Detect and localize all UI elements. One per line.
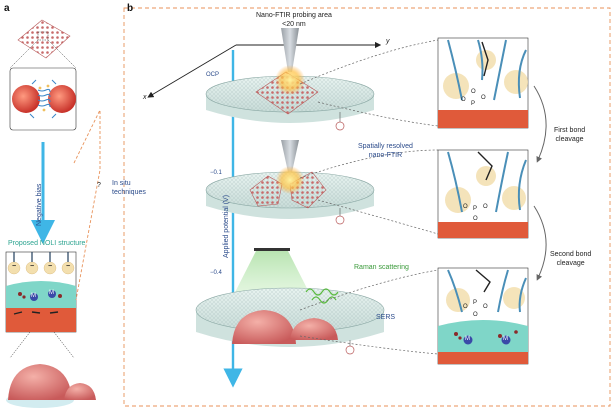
zoom-box-3 xyxy=(437,267,529,365)
minus-4: − xyxy=(66,263,71,270)
zoom-box-2 xyxy=(437,149,529,239)
o-atom-2a: O xyxy=(463,204,468,210)
o-atom-2c: O xyxy=(473,216,478,222)
tick-ocp: OCP xyxy=(206,72,220,78)
sers-dome-large xyxy=(232,310,296,344)
o-atom-1c: O xyxy=(471,89,476,95)
ion-m-a2: M xyxy=(49,290,54,296)
minus-2: − xyxy=(30,263,35,270)
afm-tip-2 xyxy=(281,140,299,172)
cleavage-arrow-2 xyxy=(533,205,547,281)
ion-m-2: M xyxy=(503,336,508,342)
sphere-pair-zoom xyxy=(9,67,77,131)
noli-structure xyxy=(5,251,77,359)
tick-neg04: −0.4 xyxy=(210,270,222,276)
o-atom-3b: O xyxy=(483,304,488,310)
probing-area-label: Nano-FTIR probing area<20 nm xyxy=(256,12,332,28)
potential-axis-label: Applied potential (V) xyxy=(223,194,230,258)
panel-b-border xyxy=(123,7,611,407)
disk-neg01 xyxy=(205,140,375,225)
tick-neg01: −0.1 xyxy=(210,170,222,176)
negative-bias-label: Negative bias xyxy=(36,183,43,226)
o-atom-2b: O xyxy=(483,204,488,210)
minus-3: − xyxy=(48,263,53,270)
question-mark: ? xyxy=(97,182,101,189)
cleavage-arrow-1 xyxy=(533,85,547,163)
disk-ocp xyxy=(205,28,375,131)
ion-m-a1: M xyxy=(31,293,36,299)
x-axis xyxy=(147,44,237,98)
o-atom-3c: O xyxy=(473,312,478,318)
minus-1: − xyxy=(12,263,17,270)
p-atom-3: P xyxy=(473,300,478,306)
proposed-structure-label: Proposed NOLI structure xyxy=(8,240,86,247)
zoom-box-1 xyxy=(437,37,529,129)
raman-wave xyxy=(305,288,339,296)
leader-lines xyxy=(299,39,439,355)
p-atom-2: P xyxy=(473,206,478,212)
dome-cluster xyxy=(6,364,96,408)
o-atom-1b: O xyxy=(481,95,486,101)
sers-dome-small xyxy=(290,318,338,340)
afm-tip-1 xyxy=(281,28,299,72)
panel-label-a: a xyxy=(4,3,10,14)
panel-label-b: b xyxy=(127,3,134,14)
panel-a xyxy=(5,19,96,408)
x-axis-label: x xyxy=(143,94,147,101)
panel-b xyxy=(147,28,547,388)
particle-raft xyxy=(9,19,77,69)
o-atom-3a: O xyxy=(463,304,468,310)
ion-m-1: M xyxy=(465,336,470,342)
sers-label: SERS xyxy=(376,314,396,321)
disk-neg04 xyxy=(195,248,385,355)
raman-label: Raman scattering xyxy=(354,264,409,271)
p-atom-1: P xyxy=(471,101,476,107)
laser-source xyxy=(254,248,290,251)
o-atom-1a: O xyxy=(461,97,466,103)
y-axis-label: y xyxy=(386,38,390,45)
panel-connector xyxy=(73,109,101,301)
